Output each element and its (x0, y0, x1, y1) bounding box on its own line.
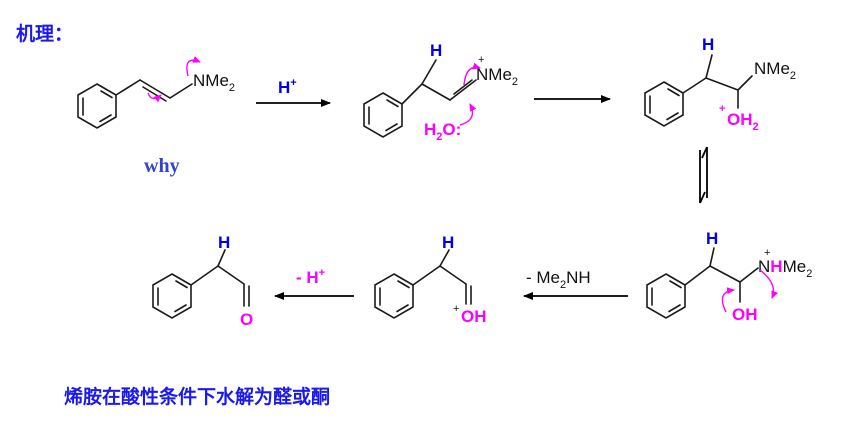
adduct-nme2-label: NMe2 (754, 59, 796, 82)
curly-arrow-cn-cleavage (759, 269, 778, 299)
protonated-aldehyde-plus: + (453, 303, 459, 315)
protonated-aldehyde-h-label: H (442, 233, 454, 252)
equilibrium-arrows (699, 146, 708, 204)
ammonium-plus-charge: + (764, 247, 770, 259)
iminium-plus-charge: + (478, 54, 484, 66)
reaction-arrow-protonation: H+ (256, 77, 331, 107)
arrow-label-me2nh: - Me2NH (526, 268, 591, 291)
curly-arrow-nitrogen (186, 56, 201, 77)
footer-conclusion: 烯胺在酸性条件下水解为醛或酮 (64, 385, 330, 408)
curly-arrow-pi-bond (147, 92, 162, 103)
ammonium-oh-label: OH (732, 305, 758, 324)
reaction-arrow-elimination: - Me2NH (523, 268, 628, 300)
curly-arrow-water-attack (459, 103, 477, 126)
aldehyde-h-label: H (218, 233, 230, 252)
protonated-aldehyde-oh-label: OH (461, 307, 487, 326)
enamine-n-label: NMe2 (193, 71, 235, 94)
protonated-aldehyde-molecule: H + OH (374, 233, 487, 326)
iminium-molecule: H NMe2 + H2O: (363, 41, 518, 143)
iminium-h-label: H (430, 41, 442, 60)
aldehyde-o-label: O (240, 310, 253, 329)
heading-title: 机理： (16, 23, 73, 45)
curly-arrow-oxygen-lone-pair (721, 287, 735, 313)
iminium-n-label: NMe2 (476, 65, 518, 88)
arrow-label-minus-h-plus: - H+ (296, 267, 325, 287)
curly-arrow-cn-bond (463, 62, 481, 86)
arrow-label-h-plus: H+ (278, 77, 297, 97)
ammonium-adduct-molecule: H NHMe2 + OH (646, 229, 812, 324)
water-label: H2O: (424, 120, 461, 143)
ammonium-h-label: H (706, 229, 718, 248)
oxonium-plus-charge: + (719, 103, 725, 115)
oxonium-oh2-label: OH2 (727, 110, 759, 133)
why-label: why (144, 155, 180, 177)
ammonium-n-label: NHMe2 (758, 257, 812, 280)
aldehyde-product-molecule: H O (152, 233, 253, 329)
reaction-arrow-deprotonation: - H+ (274, 267, 354, 300)
enamine-molecule: NMe2 (77, 56, 235, 129)
oxonium-adduct-molecule: H NMe2 + OH2 (644, 35, 796, 133)
adduct-h-label: H (702, 35, 714, 54)
